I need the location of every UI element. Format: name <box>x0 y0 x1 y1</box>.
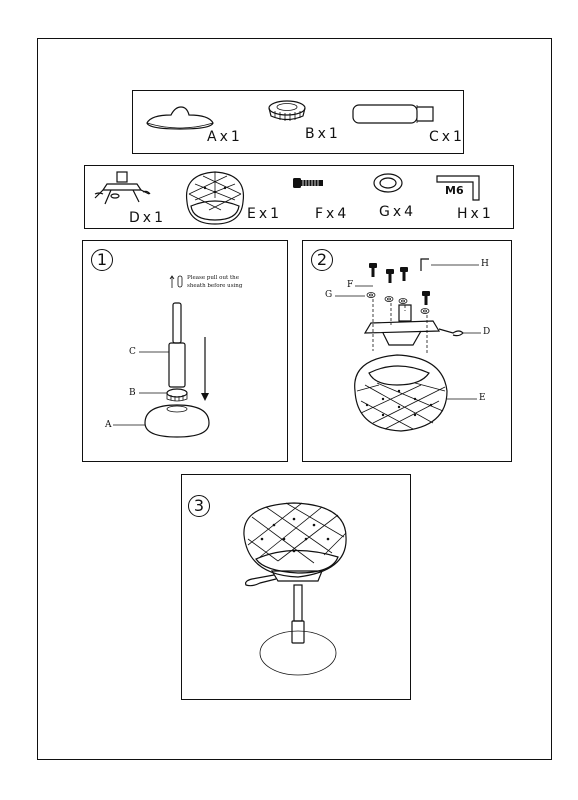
parts-list-row-2: Dx1 Ex1 Fx4 Gx4 M6 Hx1 <box>84 165 514 229</box>
step-2-assembly-drawing <box>335 258 481 432</box>
step-2-panel: 2 <box>302 240 512 462</box>
part-c-label: Cx1 <box>429 129 465 145</box>
step-2-label-g: G <box>325 290 333 300</box>
step-1-label-b: B <box>129 388 136 398</box>
part-a-label: Ax1 <box>207 129 243 145</box>
part-c-gas-lift-icon <box>352 104 434 124</box>
sheath-note-line-2: sheath before using <box>187 283 243 289</box>
part-f-label: Fx4 <box>315 206 350 222</box>
allen-key-size-text: M6 <box>445 184 464 197</box>
step-1-label-c: C <box>129 347 136 357</box>
step-1-panel: 1 Please pull out the sheath before usin… <box>82 240 288 462</box>
step-1-number: 1 <box>91 249 113 271</box>
step-3-number: 3 <box>188 495 210 517</box>
step-1-label-a: A <box>105 420 112 430</box>
part-b-ring-icon <box>268 100 306 121</box>
sheath-note-line-1: Please pull out the <box>187 275 239 281</box>
part-g-label: Gx4 <box>379 204 417 220</box>
sheath-icon <box>177 275 183 288</box>
page-frame <box>37 38 552 760</box>
step-2-label-d: D <box>483 327 491 337</box>
step-2-number: 2 <box>311 249 333 271</box>
part-e-label: Ex1 <box>247 206 283 222</box>
step-2-label-h: H <box>481 259 489 269</box>
part-b-label: Bx1 <box>305 126 341 142</box>
part-d-label: Dx1 <box>129 210 166 226</box>
part-f-bolt-icon <box>293 178 323 188</box>
part-h-label: Hx1 <box>457 206 494 222</box>
part-a-base-icon <box>146 106 214 130</box>
up-arrow-icon <box>169 275 175 288</box>
step-1-assembly-drawing <box>113 302 210 438</box>
parts-list-row-1: Ax1 Bx1 Cx1 <box>132 90 464 154</box>
step-3-panel: 3 <box>181 474 411 700</box>
part-e-seat-icon <box>185 171 245 225</box>
step-2-label-f: F <box>347 280 354 290</box>
assembled-chair-drawing <box>243 502 347 676</box>
part-h-allen-key-icon <box>436 175 480 201</box>
part-d-mechanism-icon <box>94 171 151 205</box>
part-g-washer-icon <box>373 173 403 193</box>
step-2-label-e: E <box>479 393 486 403</box>
